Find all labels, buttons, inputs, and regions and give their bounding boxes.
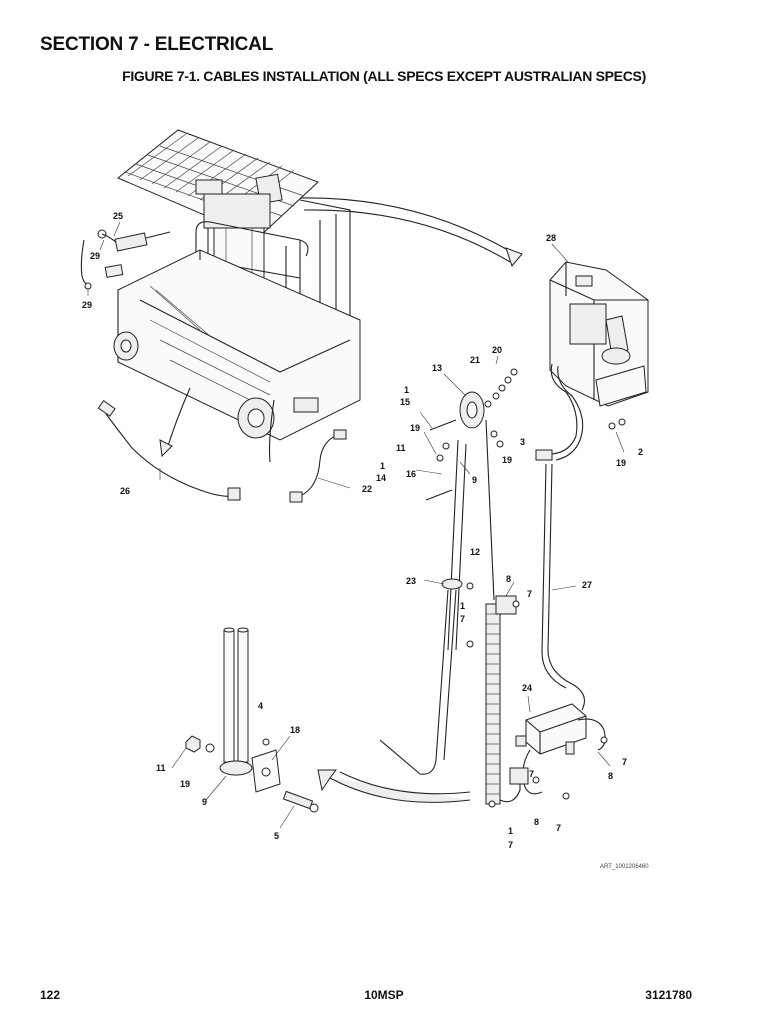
callout-20: 20 (492, 345, 502, 355)
callout-4: 4 (258, 701, 263, 711)
callout-7e: 7 (529, 769, 534, 779)
cable-27 (541, 463, 585, 711)
callout-22: 22 (362, 484, 372, 494)
cable-23 (379, 578, 474, 775)
callout-7b: 7 (460, 614, 465, 624)
callout-7a: 7 (527, 589, 532, 599)
page-number: 122 (40, 988, 61, 1002)
leader-lines (87, 221, 625, 829)
callout-19a: 19 (410, 423, 420, 433)
section-title: SECTION 7 - ELECTRICAL (40, 34, 274, 55)
callout-2: 2 (638, 447, 643, 457)
cable-26 (97, 400, 241, 501)
callout-1d: 1 (508, 826, 513, 836)
callout-29: 29 (90, 251, 100, 261)
callout-28: 28 (546, 233, 556, 243)
callout-7c: 7 (622, 757, 627, 767)
pulley-assembly (425, 368, 518, 651)
callout-13: 13 (432, 363, 442, 373)
callout-23: 23 (406, 576, 416, 586)
doc-number: 3121780 (645, 988, 692, 1002)
callout-11b: 11 (156, 763, 166, 773)
control-box-28 (535, 261, 649, 461)
platform-lift-drawing (113, 129, 361, 441)
callout-1b: 1 (380, 461, 385, 471)
callout-24: 24 (522, 683, 532, 693)
callout-5: 5 (274, 831, 279, 841)
model-label: 10MSP (364, 988, 404, 1002)
cable-22 (289, 429, 347, 503)
callout-8c: 8 (534, 817, 539, 827)
callout-7f: 7 (508, 840, 513, 850)
cable-chain (466, 595, 521, 808)
callout-27: 27 (582, 580, 592, 590)
callout-8a: 8 (506, 574, 511, 584)
figure-title: FIGURE 7-1. CABLES INSTALLATION (ALL SPE… (122, 68, 646, 84)
callout-11a: 11 (396, 443, 406, 453)
callout-26: 26 (120, 486, 130, 496)
callout-1a: 1 (404, 385, 409, 395)
callout-21: 21 (470, 355, 480, 365)
cable-assembly-25 (80, 229, 171, 290)
callout-19c: 19 (616, 458, 626, 468)
callout-9b: 9 (202, 797, 207, 807)
callout-19b: 19 (502, 455, 512, 465)
callout-14: 14 (376, 473, 386, 483)
callout-25: 25 (113, 211, 123, 221)
mast-tube-bracket (185, 627, 319, 813)
callout-9a: 9 (472, 475, 477, 485)
callout-7d: 7 (556, 823, 561, 833)
callout-19d: 19 (180, 779, 190, 789)
callout-15: 15 (400, 397, 410, 407)
callout-1c: 1 (460, 601, 465, 611)
callout-29b: 29 (82, 300, 92, 310)
junction-box-24 (509, 703, 608, 800)
callout-12: 12 (470, 547, 480, 557)
assembly-arrows (159, 197, 523, 803)
callout-3: 3 (520, 437, 525, 447)
callout-8b: 8 (608, 771, 613, 781)
callout-18: 18 (290, 725, 300, 735)
callout-labels: 25 29 29 28 20 21 13 1 15 19 3 11 1 14 1… (82, 211, 649, 870)
callout-16: 16 (406, 469, 416, 479)
art-id-label: ART_1001206460 (600, 864, 649, 870)
